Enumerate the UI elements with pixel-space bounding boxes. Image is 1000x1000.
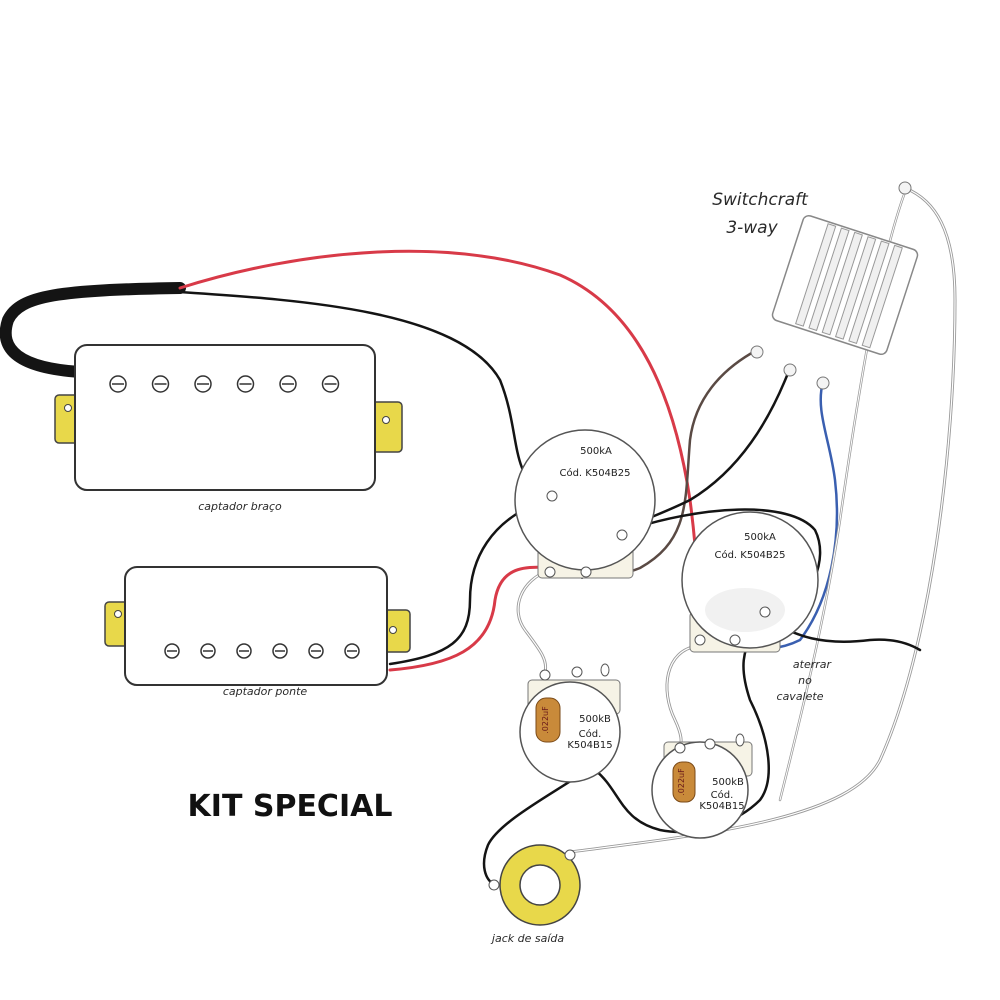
bridge-tone-pot xyxy=(651,733,753,839)
neck-tone-pot-code-2: K504B15 xyxy=(567,740,612,751)
tone-ground-black-wire xyxy=(593,620,770,834)
output-jack xyxy=(488,844,581,926)
neck-tone-pot-knob xyxy=(519,681,621,783)
neck-tone-lug-3 xyxy=(600,663,610,677)
bridge-pickup-screw-hole xyxy=(114,610,122,618)
bridge-volume-pot-shade xyxy=(705,588,785,632)
bridge-tone-lug-1 xyxy=(674,742,686,754)
bridge-volume-pot-code: Cód. K504B25 xyxy=(714,549,785,561)
output-jack-ground-lug xyxy=(488,879,500,891)
bridge-tone-capacitor xyxy=(672,761,696,803)
switch-lug-middle xyxy=(783,363,797,377)
output-jack-label: jack de saída xyxy=(490,932,564,945)
neck-volume-solder-point xyxy=(546,490,558,502)
switch-lug-top xyxy=(898,181,912,195)
switch-output-white-wire-inner xyxy=(569,187,956,853)
diagram-title: KIT SPECIAL xyxy=(188,789,393,824)
switch-lug-right xyxy=(816,376,830,390)
neck-pickup xyxy=(54,344,403,491)
bridge-volume-lug-2 xyxy=(729,634,741,646)
neck-vol-to-tone-white-wire-inner xyxy=(517,569,551,673)
neck-vol-to-tone-white-wire xyxy=(516,568,552,674)
bridge-vol-to-tone-white-wire-inner xyxy=(666,645,699,749)
switch-label-line2: 3-way xyxy=(726,218,778,238)
ground-note-line3: cavalete xyxy=(777,690,824,703)
bridge-pickup-black-wire xyxy=(388,498,547,666)
neck-pickup-cover xyxy=(74,344,376,491)
bridge-pickup-pole-pieces xyxy=(164,643,360,659)
neck-tone-capacitor xyxy=(535,697,561,743)
ground-note-line1: aterrar xyxy=(793,658,833,671)
neck-volume-pot-value: 500kA xyxy=(580,446,612,457)
neck-pickup-black-wire xyxy=(178,290,542,494)
switch-contacts xyxy=(795,223,903,349)
neck-pickup-shield-cable xyxy=(0,282,186,378)
neck-capacitor-value: .022uF xyxy=(541,706,550,734)
switch-label-line1: Switchcraft xyxy=(712,190,809,210)
neck-volume-pot xyxy=(514,429,656,579)
ground-note-line2: no xyxy=(798,674,812,687)
bridge-tone-lug-3 xyxy=(735,733,745,747)
jack-ground-black-wire xyxy=(482,766,592,887)
bridge-capacitor-value: .022uF xyxy=(677,768,686,796)
neck-tone-pot-code-1: Cód. xyxy=(579,728,602,740)
bridge-volume-pot xyxy=(681,511,819,653)
neck-tone-pot-value: 500kB xyxy=(579,714,611,725)
neck-tone-pot xyxy=(519,663,621,783)
neck-volume-pot-code: Cód. K504B25 xyxy=(559,467,630,479)
neck-pickup-screw-hole xyxy=(64,404,72,412)
bridge-pickup-screw-hole xyxy=(389,626,397,634)
output-jack-hole xyxy=(519,864,561,906)
bridge-pickup-label: captador ponte xyxy=(223,685,308,698)
neck-pickup-screw-hole xyxy=(382,416,390,424)
bridge-volume-lug-1 xyxy=(694,634,706,646)
bridge-volume-pot-value: 500kA xyxy=(744,532,776,543)
neck-tone-lug-1 xyxy=(539,669,551,681)
three-way-switch xyxy=(750,181,919,390)
neck-tone-lug-2 xyxy=(571,666,583,678)
bridge-tone-lug-2 xyxy=(704,738,716,750)
neck-volume-lug-1 xyxy=(544,566,556,578)
bridge-pickup-red-wire xyxy=(388,565,552,672)
bridge-volume-lug-3 xyxy=(759,606,771,618)
neck-pickup-pole-pieces xyxy=(109,375,340,393)
bridge-pickup xyxy=(104,566,411,686)
bridge-tone-pot-code-1: Cód. xyxy=(711,789,734,801)
output-jack-tip-lug xyxy=(564,849,576,861)
bridge-tone-pot-knob xyxy=(651,741,749,839)
bridge-tone-pot-value: 500kB xyxy=(712,777,744,788)
neck-volume-lug-2 xyxy=(580,566,592,578)
neck-pickup-label: captador braço xyxy=(198,500,282,513)
switch-lug-left xyxy=(750,345,764,359)
neck-volume-lug-3 xyxy=(616,529,628,541)
bridge-tone-pot-code-2: K504B15 xyxy=(699,801,744,812)
bridge-pickup-cover xyxy=(124,566,388,686)
bridge-vol-to-tone-white-wire xyxy=(665,644,700,750)
